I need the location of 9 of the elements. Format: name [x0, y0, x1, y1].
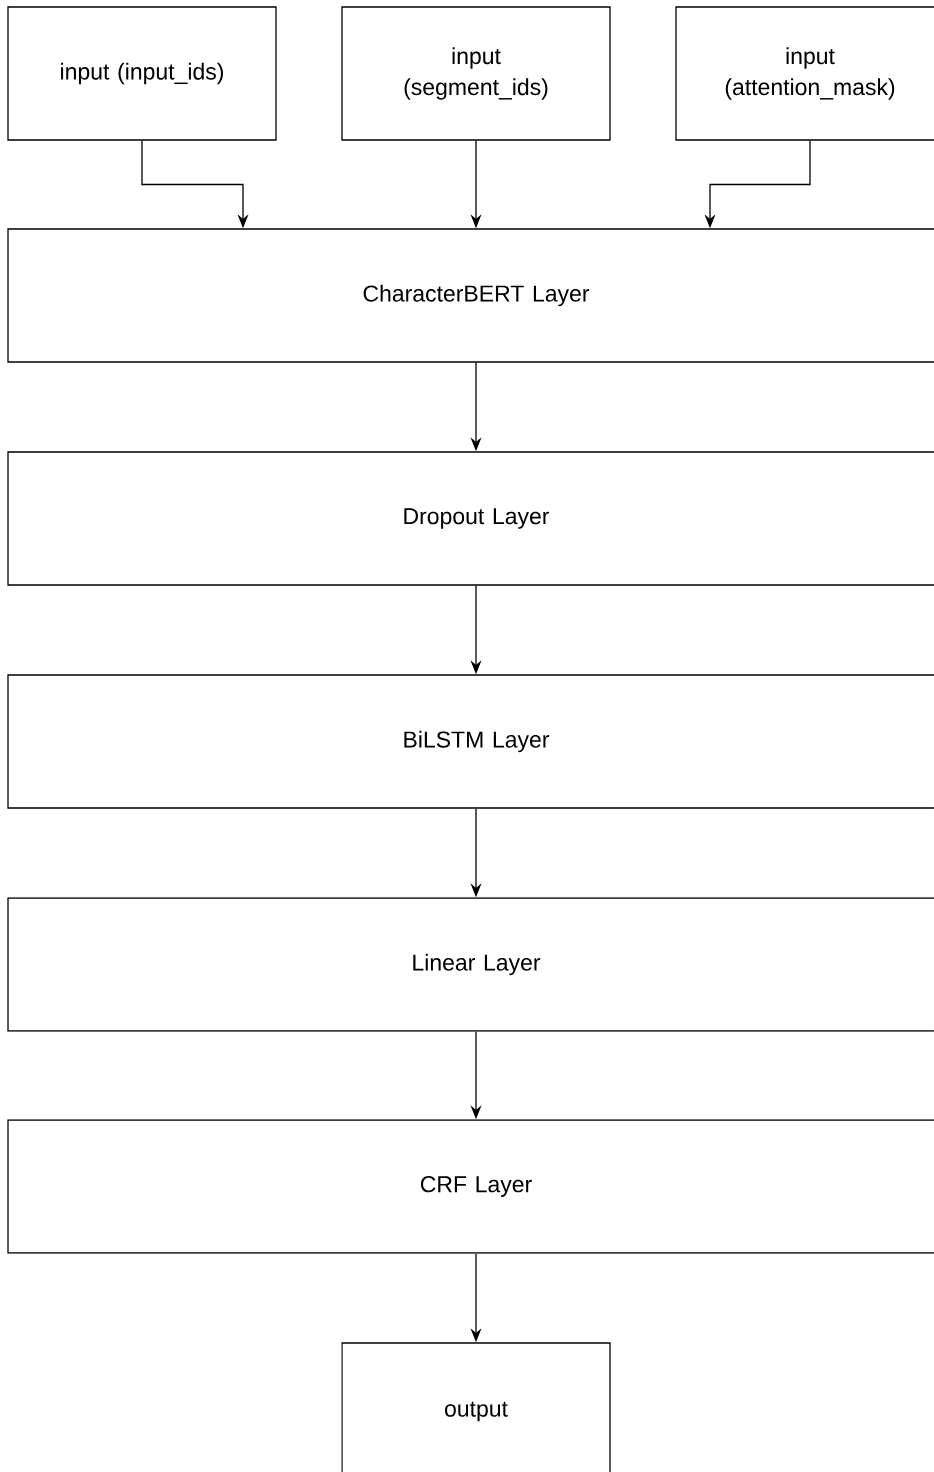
input-box: input (attention_mask): [675, 6, 934, 141]
layer-box: CRF Layer: [7, 1119, 934, 1254]
layer-box: CharacterBERT Layer: [7, 228, 934, 363]
layer-box: Linear Layer: [7, 897, 934, 1032]
input-box: input (input_ids): [7, 6, 277, 141]
input-box: input (segment_ids): [341, 6, 611, 141]
layer-box: Dropout Layer: [7, 451, 934, 586]
output-box: output: [341, 1342, 611, 1472]
layer-box: BiLSTM Layer: [7, 674, 934, 809]
